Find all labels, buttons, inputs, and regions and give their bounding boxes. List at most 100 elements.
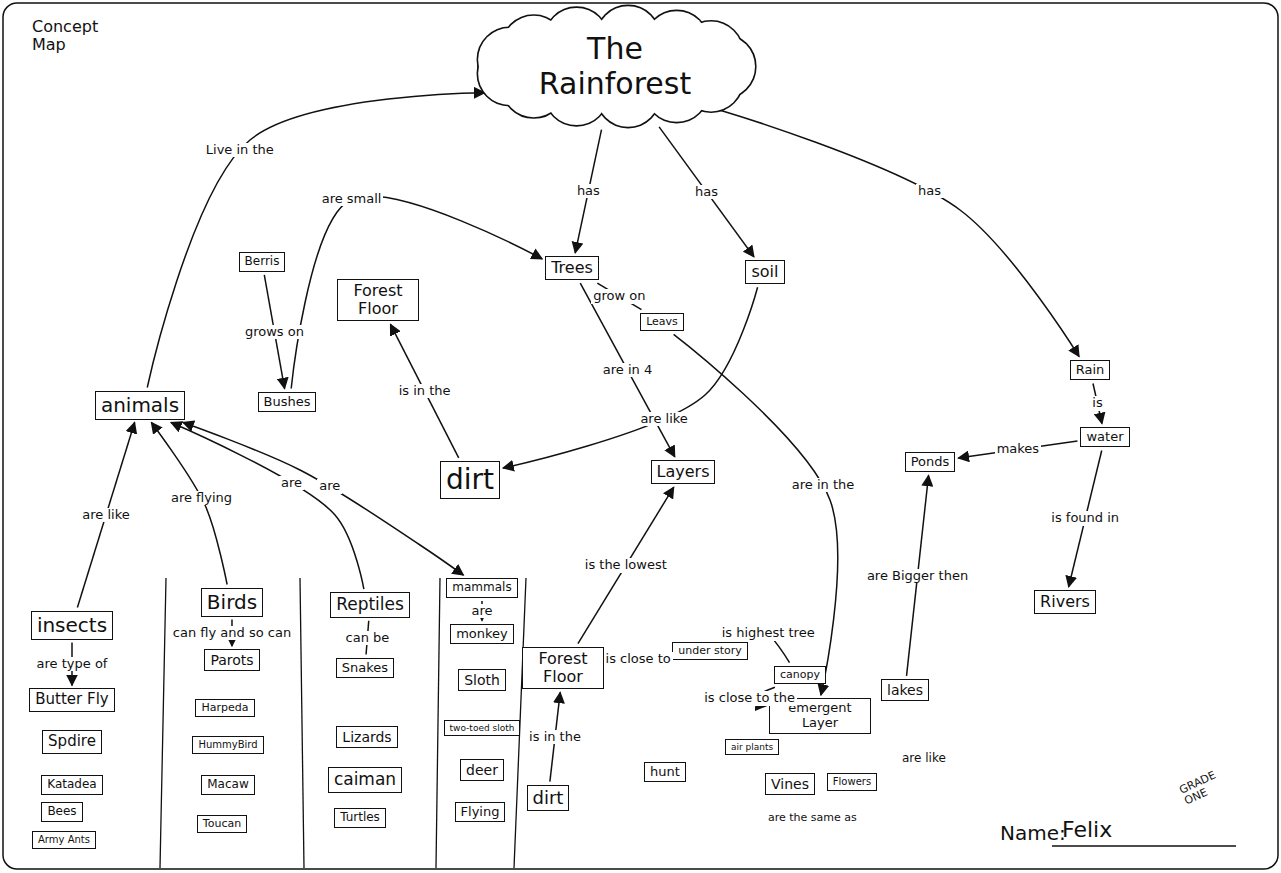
edge-label: is — [1090, 396, 1104, 410]
edge-label: is the lowest — [583, 558, 669, 572]
connector-line — [659, 127, 754, 257]
concept-box: Forest Floor — [522, 647, 604, 690]
connector-line — [171, 423, 364, 590]
node-text: Bushes — [264, 395, 311, 410]
node-text: Toucan — [203, 818, 241, 831]
concept-box: soil — [745, 260, 784, 284]
concept-box: air plants — [725, 739, 779, 755]
concept-box: Sloth — [458, 669, 506, 691]
concept-box: Ponds — [905, 452, 956, 473]
edge-label: grow on — [591, 289, 647, 303]
node-text: Layers — [657, 463, 710, 481]
edge-label: are in the — [790, 478, 856, 492]
map-title: Concept Map — [32, 18, 102, 53]
concept-box: hunt — [644, 762, 686, 783]
edge-label: are like — [80, 508, 131, 522]
node-text: Flowers — [833, 776, 871, 788]
concept-box: HummyBird — [192, 736, 263, 754]
node-text: Leavs — [646, 316, 678, 329]
node-text: Turtles — [340, 811, 380, 825]
concept-box: Army Ants — [32, 831, 96, 849]
node-text: Army Ants — [38, 834, 90, 846]
concept-box: Flowers — [827, 773, 877, 791]
concept-box: monkey — [450, 624, 514, 645]
concept-box: water — [1080, 427, 1129, 448]
node-text: caiman — [334, 770, 396, 790]
node-text: Berris — [245, 255, 280, 269]
concept-box: mammals — [446, 578, 517, 598]
node-text: canopy — [780, 669, 820, 682]
name-field: Felix — [1062, 818, 1112, 842]
concept-box: Harpeda — [195, 699, 254, 718]
node-text: under story — [678, 645, 742, 658]
node-text: The Rainforest — [515, 32, 715, 101]
connector-line — [503, 287, 758, 468]
edge-label: are type of — [35, 657, 110, 671]
edge-label: are — [279, 476, 304, 490]
node-text: Snakes — [342, 661, 388, 676]
node-text: Parots — [210, 652, 253, 668]
node-text: Trees — [551, 259, 593, 277]
node-text: water — [1086, 430, 1123, 445]
node-text: Rain — [1076, 363, 1105, 378]
connector-line — [719, 110, 1079, 357]
edge-label: are — [469, 604, 494, 618]
edge-label: is close to the — [702, 691, 797, 705]
node-text: Birds — [207, 591, 257, 614]
edge-label: is in the — [527, 730, 583, 744]
concept-box: lakes — [881, 679, 929, 701]
node-text: Bees — [47, 805, 76, 819]
concept-box: Turtles — [334, 808, 386, 828]
name-field: GRADE ONE — [1178, 760, 1243, 807]
connector-line — [291, 196, 542, 388]
connector-line — [575, 130, 601, 253]
connector-line — [580, 283, 674, 457]
connector-line — [77, 423, 134, 608]
node-text: air plants — [731, 742, 773, 752]
node-text: soil — [751, 263, 778, 281]
edge-label: is close to — [604, 652, 673, 666]
concept-box: canopy — [774, 666, 826, 685]
edge-label: has — [916, 184, 943, 198]
concept-box: insects — [31, 611, 113, 640]
name-underline — [1052, 845, 1236, 846]
node-text: Reptiles — [336, 595, 404, 615]
concept-box: dirt — [440, 461, 500, 499]
concept-box: Bushes — [258, 392, 317, 413]
name-field: Name: — [1000, 822, 1066, 844]
concept-box: caiman — [328, 767, 402, 793]
node-text: mammals — [452, 581, 511, 595]
concept-box: Flying — [455, 802, 506, 823]
node-text: Sloth — [464, 672, 500, 688]
node-text: HummyBird — [198, 739, 257, 751]
edge-label: are flying — [169, 491, 234, 505]
edge-label: can fly and so can — [171, 626, 293, 640]
concept-box: Berris — [239, 252, 286, 272]
edge-label: grows on — [243, 325, 306, 339]
node-text: insects — [37, 614, 107, 637]
node-text: Butter Fly — [35, 691, 108, 708]
page-border — [3, 3, 1278, 869]
concept-box: dirt — [527, 785, 570, 812]
note-label: are like — [902, 752, 946, 765]
concept-box: under story — [672, 642, 748, 661]
concept-box: Rain — [1070, 360, 1111, 381]
node-text: monkey — [456, 627, 508, 642]
concept-box: Snakes — [336, 658, 394, 679]
topic-cloud: The Rainforest — [475, 6, 755, 127]
concept-box: Layers — [651, 460, 716, 484]
node-text: dirt — [533, 788, 564, 809]
connector-line — [578, 487, 674, 643]
node-text: Macaw — [207, 778, 248, 792]
edge-label: has — [693, 185, 720, 199]
concept-box: animals — [95, 391, 185, 420]
concept-box: Lizards — [336, 726, 397, 748]
connector-line — [147, 93, 485, 388]
node-text: two-toed sloth — [450, 723, 515, 733]
concept-box: Parots — [204, 649, 259, 671]
node-text: emergent Layer — [775, 701, 865, 731]
connector-line — [958, 441, 1077, 458]
concept-box: Reptiles — [330, 592, 410, 618]
concept-box: Leavs — [640, 313, 684, 332]
node-text: Katadea — [47, 778, 96, 792]
